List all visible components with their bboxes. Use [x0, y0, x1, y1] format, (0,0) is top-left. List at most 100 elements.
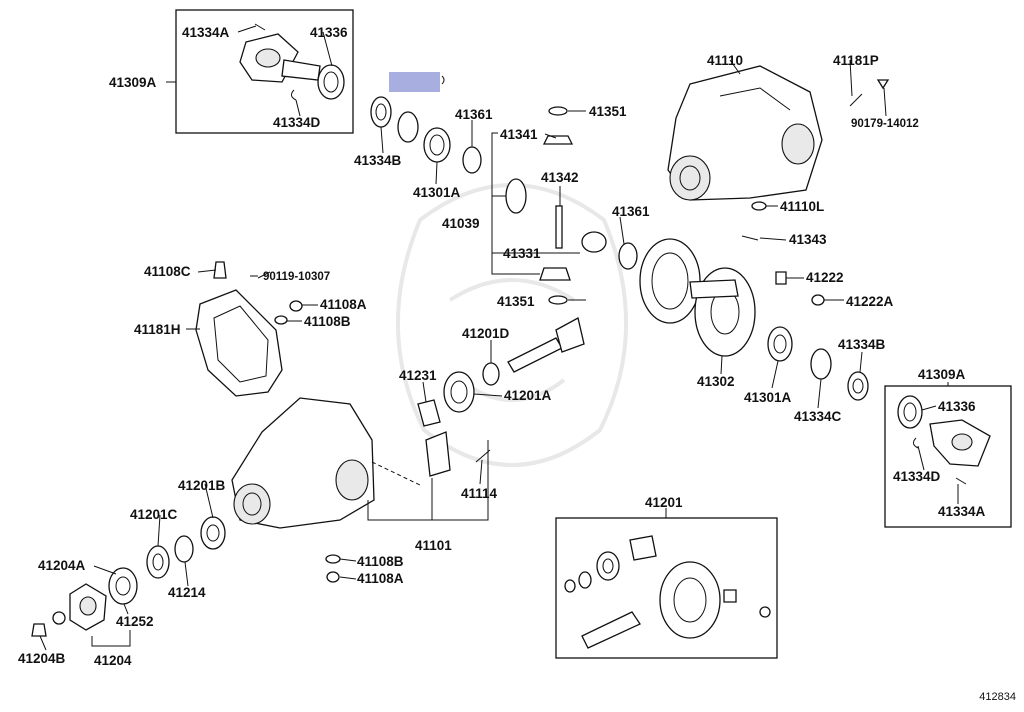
- label-41309A-bot: 41309A: [918, 367, 966, 382]
- companion-flange-41204A: [69, 583, 107, 631]
- leader-lines: [39, 25, 959, 651]
- label-41101: 41101: [415, 538, 452, 553]
- spring-41343: [741, 235, 759, 241]
- spacer-41231: [417, 399, 441, 427]
- figure-id: 412834: [979, 691, 1016, 703]
- label-41336-bot: 41336: [938, 399, 976, 414]
- nut-41204B: [31, 623, 47, 637]
- label-41301A-top: 41301A: [413, 185, 461, 200]
- label-41301A-bot: 41301A: [744, 390, 792, 405]
- label-41252: 41252: [116, 614, 154, 629]
- label-41351-top: 41351: [589, 104, 627, 119]
- label-41334C: 41334C: [794, 409, 842, 424]
- label-41204A: 41204A: [38, 558, 86, 573]
- label-41201: 41201: [645, 495, 683, 510]
- label-41110: 41110: [707, 53, 744, 68]
- gear-41331: [581, 231, 607, 253]
- label-41201C: 41201C: [130, 507, 178, 522]
- label-41201A: 41201A: [504, 388, 552, 403]
- washer-41204-b: [52, 611, 66, 625]
- washer-41201D: [482, 362, 500, 386]
- carrier-cover-41110: [667, 65, 823, 201]
- label-41336-top: 41336: [310, 25, 348, 40]
- label-41334A-bot: 41334A: [938, 504, 986, 519]
- flange-41336-bot: [897, 395, 991, 467]
- label-41201D: 41201D: [462, 326, 510, 341]
- washer-41361-mid: [618, 242, 638, 270]
- clip-41334D-top: [290, 89, 297, 101]
- label-41222A: 41222A: [846, 294, 894, 309]
- label-41343: 41343: [789, 232, 827, 247]
- plug-41108C: [213, 261, 227, 279]
- label-41341: 41341: [500, 127, 538, 142]
- label-41334D-top: 41334D: [273, 115, 321, 130]
- label-41181H: 41181H: [134, 322, 181, 337]
- carrier-housing-41101: [231, 397, 375, 529]
- label-41108C: 41108C: [144, 264, 191, 279]
- bearing-41301A-bot: [767, 326, 793, 362]
- label-41334D-bot: 41334D: [893, 469, 941, 484]
- bolt-41334A-top: [254, 23, 266, 31]
- seal-41334B: [370, 96, 392, 128]
- nut-41108A-bot: [326, 571, 340, 583]
- bearing-41201B: [200, 516, 226, 550]
- highlighted-part-marker: [389, 72, 440, 92]
- label-41214: 41214: [168, 585, 206, 600]
- seal-41334B-bot: [847, 371, 869, 401]
- label-41222: 41222: [806, 270, 844, 285]
- shaft-41342: [555, 205, 563, 249]
- washer-41361-top: [462, 146, 482, 174]
- pinion-41341: [542, 135, 574, 145]
- label-41334A-top: 41334A: [182, 25, 230, 40]
- label-41334B-top: 41334B: [354, 153, 402, 168]
- kit-box-41309A-top: [175, 9, 354, 134]
- label-41361-top: 41361: [455, 107, 493, 122]
- cap-41101: [425, 431, 451, 477]
- label-41201B: 41201B: [178, 478, 226, 493]
- label-41334B-bot: 41334B: [838, 337, 886, 352]
- washer-41110L: [751, 201, 767, 211]
- bolt-41222A: [811, 294, 825, 306]
- washer-41108B-bot: [325, 554, 341, 564]
- diff-case-41302: [689, 267, 756, 357]
- label-41039: 41039: [442, 216, 480, 231]
- label-41309A-top: 41309A: [109, 75, 157, 90]
- seal-41201C: [146, 545, 170, 579]
- flange-41336-top: [239, 33, 345, 100]
- rear-cover-41181H: [195, 289, 283, 397]
- label-41204B: 41204B: [18, 651, 66, 666]
- label-41331: 41331: [503, 246, 541, 261]
- bearing-41301A-top: [423, 127, 451, 163]
- label-41108A-top: 41108A: [320, 297, 367, 312]
- washer-41351-bot: [548, 295, 568, 305]
- label-41342: 41342: [541, 170, 579, 185]
- label-41204: 41204: [94, 653, 132, 668]
- pinion-41341-b: [539, 267, 571, 281]
- shim-41334C-top: [397, 111, 419, 143]
- side-gear-41039: [505, 178, 527, 214]
- deflector-41252: [108, 567, 138, 605]
- label-41108B-top: 41108B: [304, 314, 351, 329]
- label-41302: 41302: [697, 374, 735, 389]
- plug-90179: [876, 79, 890, 90]
- washer-41108B-top: [274, 315, 288, 325]
- label-90179-14012: 90179-14012: [851, 118, 919, 130]
- shim-41334C: [810, 348, 832, 380]
- label-41181P: 41181P: [833, 53, 879, 68]
- drive-pinion: [507, 317, 585, 373]
- label-41114: 41114: [461, 486, 498, 501]
- label-41108A-bot: 41108A: [357, 571, 404, 586]
- washer-41351-top: [548, 106, 568, 116]
- nut-41108A-top: [289, 300, 303, 312]
- ring-gear: [639, 238, 701, 324]
- bolt-90119: [257, 271, 271, 279]
- label-41110L: 41110L: [780, 199, 825, 214]
- label-41361-mid: 41361: [612, 204, 650, 219]
- ring-pinion-set-41201: [564, 535, 771, 649]
- lock-41222: [775, 271, 787, 285]
- label-90119-10307: 90119-10307: [263, 271, 331, 283]
- bearing-41201A: [443, 371, 475, 413]
- label-41351-bot: 41351: [497, 294, 535, 309]
- label-41108B-bot: 41108B: [357, 554, 404, 569]
